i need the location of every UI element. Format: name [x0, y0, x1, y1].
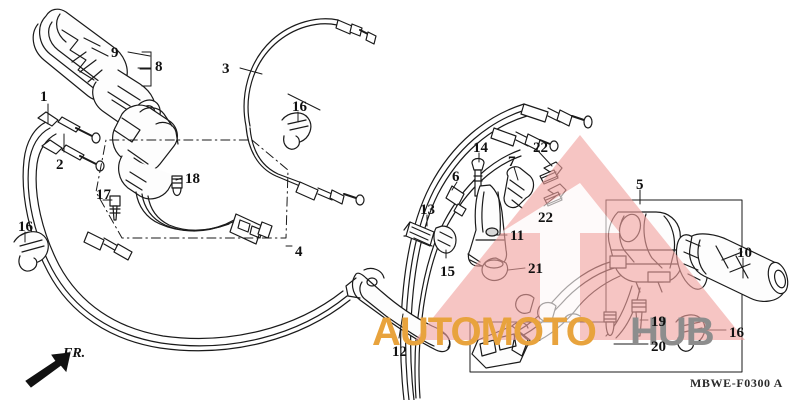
callout-label-13: 13: [420, 202, 435, 218]
washer-15: [433, 225, 457, 254]
callout-label-17: 17: [96, 187, 111, 203]
callout-label-16b: 16: [18, 219, 33, 235]
callout-label-14: 14: [473, 140, 488, 156]
watermark-text-primary: AUTOMOTO: [372, 310, 597, 354]
front-direction-label: FR.: [63, 346, 86, 361]
callout-label-11: 11: [510, 228, 525, 244]
throttle-cables-right: [400, 103, 593, 400]
callout-label-8: 8: [155, 59, 163, 75]
callout-label-19: 19: [651, 314, 666, 330]
adjuster-13: [403, 221, 435, 247]
callout-label-9: 9: [111, 45, 119, 61]
callout-label-1: 1: [40, 89, 48, 105]
callout-label-18: 18: [185, 171, 200, 187]
callout-label-4: 4: [295, 244, 303, 260]
screw-17: [109, 195, 121, 221]
callout-label-3: 3: [222, 61, 230, 77]
watermark-text-secondary: HUB: [630, 310, 715, 354]
callout-label-15: 15: [440, 264, 455, 280]
clamp-7: [503, 166, 535, 209]
callout-label-2: 2: [56, 157, 64, 173]
callout-label-5: 5: [636, 177, 644, 193]
left-switch-housing: [95, 104, 289, 245]
diagram-code: MBWE-F0300 A: [690, 376, 783, 390]
callout-label-22b: 22: [538, 210, 553, 226]
right-grip-10: [675, 233, 789, 302]
cable-3: [243, 18, 377, 206]
callout-label-20: 20: [651, 339, 666, 355]
pin-6: [445, 185, 467, 217]
callout-label-10: 10: [737, 245, 752, 261]
warning-triangle-icon: [415, 135, 745, 340]
callout-label-6: 6: [452, 169, 460, 185]
callout-label-7: 7: [508, 154, 516, 170]
callout-label-12: 12: [392, 344, 407, 360]
callout-label-21: 21: [528, 261, 543, 277]
callout-label-22a: 22: [533, 140, 548, 156]
callout-label-16c: 16: [729, 325, 744, 341]
cable-clamp-16-left: [13, 231, 49, 272]
front-direction-arrow-icon: [25, 352, 71, 388]
cable-clamp-16-top: [281, 112, 312, 150]
callout-label-16a: 16: [292, 99, 307, 115]
